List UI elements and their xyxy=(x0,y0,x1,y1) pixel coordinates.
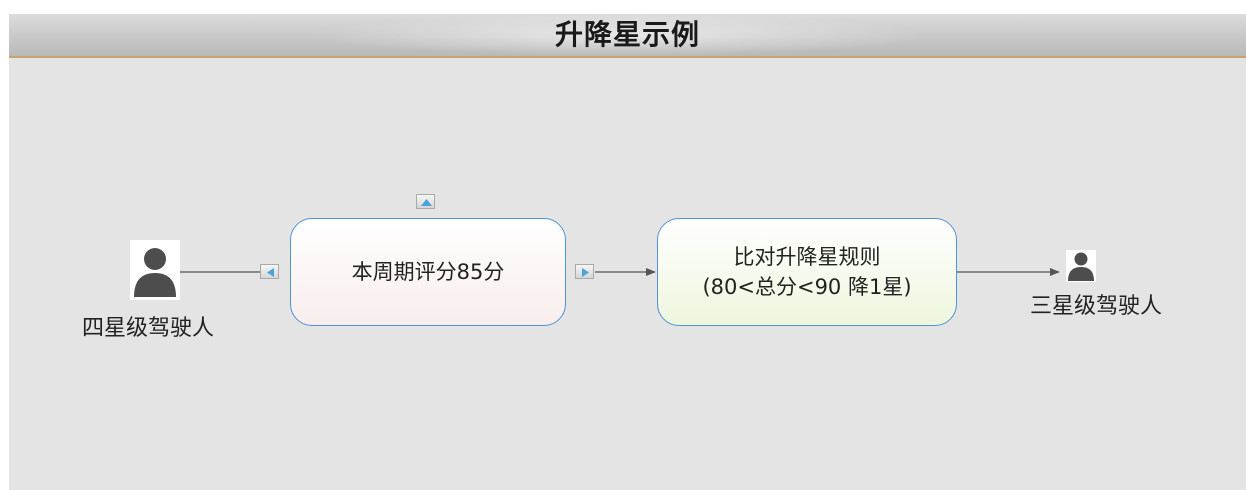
expand-up-button[interactable] xyxy=(416,194,435,209)
triangle-right-icon xyxy=(582,268,589,277)
title-bar: 升降星示例 xyxy=(9,14,1246,58)
expand-right-button[interactable] xyxy=(575,264,594,279)
connectors xyxy=(180,268,1060,276)
score-node[interactable]: 本周期评分85分 xyxy=(290,218,566,326)
triangle-left-icon xyxy=(267,268,274,277)
person-to-label: 三星级驾驶人 xyxy=(1030,294,1163,319)
person-icon xyxy=(130,240,180,300)
expand-left-button[interactable] xyxy=(260,264,279,279)
person-icon xyxy=(1066,250,1096,282)
diagram-canvas: 升降星示例 本周期评分85分 比对升降星规则 (80<总分<90 降1星) 四星… xyxy=(9,14,1246,490)
person-from-label: 四星级驾驶人 xyxy=(82,316,215,341)
triangle-up-icon xyxy=(421,199,432,206)
rule-node-line1: 比对升降星规则 xyxy=(733,244,881,269)
diagram-title: 升降星示例 xyxy=(554,18,700,51)
rule-node[interactable]: 比对升降星规则 (80<总分<90 降1星) xyxy=(657,218,957,326)
score-node-label: 本周期评分85分 xyxy=(351,259,505,284)
rule-node-line2: (80<总分<90 降1星) xyxy=(702,275,912,299)
